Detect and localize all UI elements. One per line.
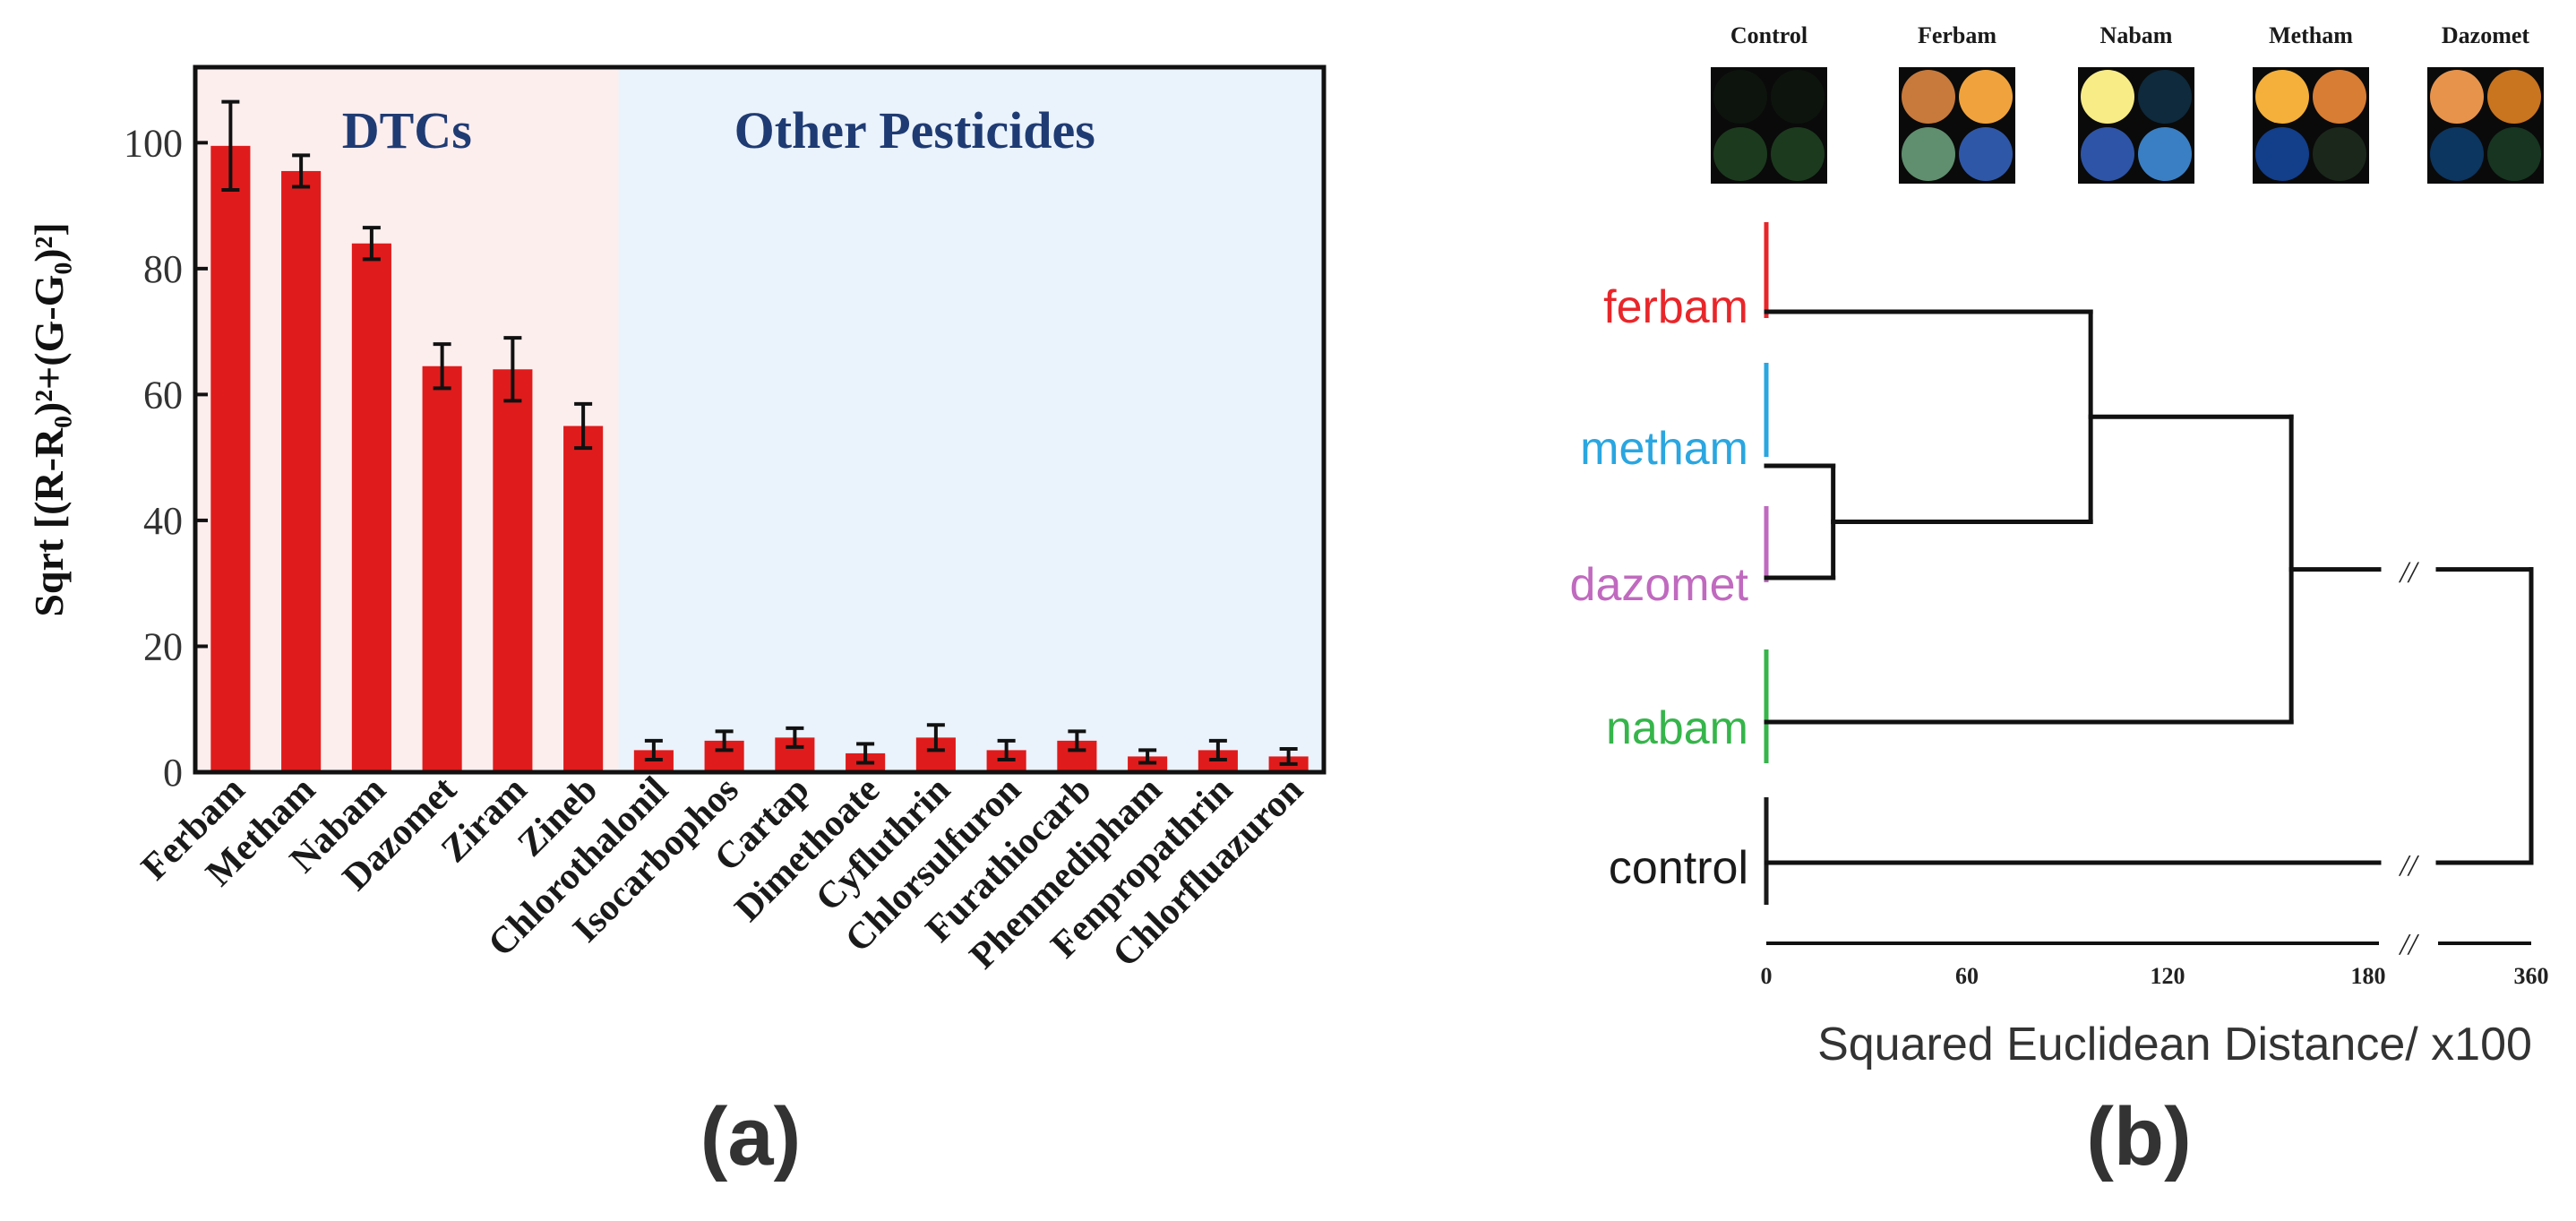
- array-label-dazomet: Dazomet: [2442, 22, 2530, 48]
- bar-ferbam: [210, 145, 251, 772]
- array-spot-metham-4: [2313, 127, 2366, 181]
- bar-nabam: [351, 243, 391, 772]
- y-tick-label-0: 0: [163, 751, 183, 795]
- y-tick-label-100: 100: [124, 121, 183, 165]
- array-spot-control-1: [1713, 70, 1767, 124]
- other-pesticides-label: Other Pesticides: [734, 101, 1095, 159]
- array-spot-dazomet-2: [2487, 70, 2541, 124]
- array-spot-ferbam-3: [1902, 127, 1955, 181]
- leaf-label-nabam: nabam: [1606, 702, 1748, 754]
- distance-tick-label-360: 360: [2514, 963, 2549, 989]
- y-axis-ticks: 0 20 40 60 80 100: [124, 121, 208, 795]
- panel-label-a: (a): [700, 1091, 801, 1182]
- array-label-nabam: Nabam: [2100, 22, 2173, 48]
- error-bars: [221, 99, 1298, 766]
- distance-tick-label-60: 60: [1955, 963, 1979, 989]
- array-spot-control-3: [1713, 127, 1767, 181]
- array-spot-dazomet-1: [2430, 70, 2484, 124]
- array-spot-ferbam-1: [1902, 70, 1955, 124]
- array-spot-nabam-3: [2081, 127, 2134, 181]
- array-spot-control-4: [1771, 127, 1825, 181]
- array-label-control: Control: [1730, 22, 1807, 48]
- array-spot-ferbam-4: [1959, 127, 2013, 181]
- leaf-label-control: control: [1609, 842, 1748, 894]
- dendrogram-panel: Control Ferbam Nabam Metham Dazomet // // fer…: [1570, 22, 2549, 1182]
- array-spot-metham-3: [2255, 127, 2309, 181]
- dendrogram-leaf-labels: ferbam metham dazomet nabam control: [1570, 281, 1749, 894]
- leaf-label-ferbam: ferbam: [1603, 281, 1748, 333]
- array-spot-nabam-2: [2138, 70, 2192, 124]
- distance-axis: // 0 60 120 180 360: [1761, 928, 2549, 989]
- x-axis-labels: FerbamMethamNabamDazometZiramZinebChloro…: [133, 770, 1310, 977]
- axis-break-mark: //: [2399, 928, 2420, 961]
- color-sensor-arrays: Control Ferbam Nabam Metham Dazomet: [1711, 22, 2544, 184]
- distance-tick-label-120: 120: [2151, 963, 2185, 989]
- bar-metham: [281, 170, 322, 773]
- break-mark-top: //: [2399, 556, 2420, 589]
- y-axis-label: Sqrt [(R-R₀)²+(G-G₀)²]: [26, 222, 72, 616]
- array-label-ferbam: Ferbam: [1918, 22, 1996, 48]
- leaf-label-dazomet: dazomet: [1570, 559, 1749, 611]
- bar-zineb: [563, 426, 604, 772]
- plot-frame: [193, 64, 1327, 775]
- y-tick-label-60: 60: [143, 373, 183, 417]
- bar-chart-panel: DTCs Other Pesticides 0 20 40 60 80 100 Ferba…: [26, 64, 1327, 1182]
- array-spot-metham-1: [2255, 70, 2309, 124]
- array-spot-dazomet-4: [2487, 127, 2541, 181]
- array-spot-control-2: [1771, 70, 1825, 124]
- distance-tick-label-180: 180: [2351, 963, 2386, 989]
- bars: [210, 145, 1309, 773]
- y-tick-label-80: 80: [143, 247, 183, 291]
- array-spot-metham-2: [2313, 70, 2366, 124]
- bar-ziram: [493, 369, 533, 772]
- bar-dazomet: [422, 365, 462, 772]
- panel-label-b: (b): [2086, 1091, 2191, 1182]
- y-tick-label-40: 40: [143, 499, 183, 543]
- array-spot-nabam-1: [2081, 70, 2134, 124]
- array-spot-dazomet-3: [2430, 127, 2484, 181]
- distance-axis-label: Squared Euclidean Distance/ x100: [1817, 1019, 2532, 1071]
- array-label-metham: Metham: [2269, 22, 2353, 48]
- array-spot-ferbam-2: [1959, 70, 2013, 124]
- break-mark-bottom: //: [2399, 849, 2420, 882]
- dtcs-label: DTCs: [342, 101, 472, 159]
- dendrogram-tree: // //: [1764, 222, 2534, 905]
- array-spot-nabam-4: [2138, 127, 2192, 181]
- distance-tick-label-0: 0: [1761, 963, 1773, 989]
- leaf-label-metham: metham: [1580, 423, 1748, 475]
- other-pesticides-region-background: [618, 67, 1324, 772]
- dtc-region-background: [195, 67, 619, 772]
- y-tick-label-20: 20: [143, 624, 183, 668]
